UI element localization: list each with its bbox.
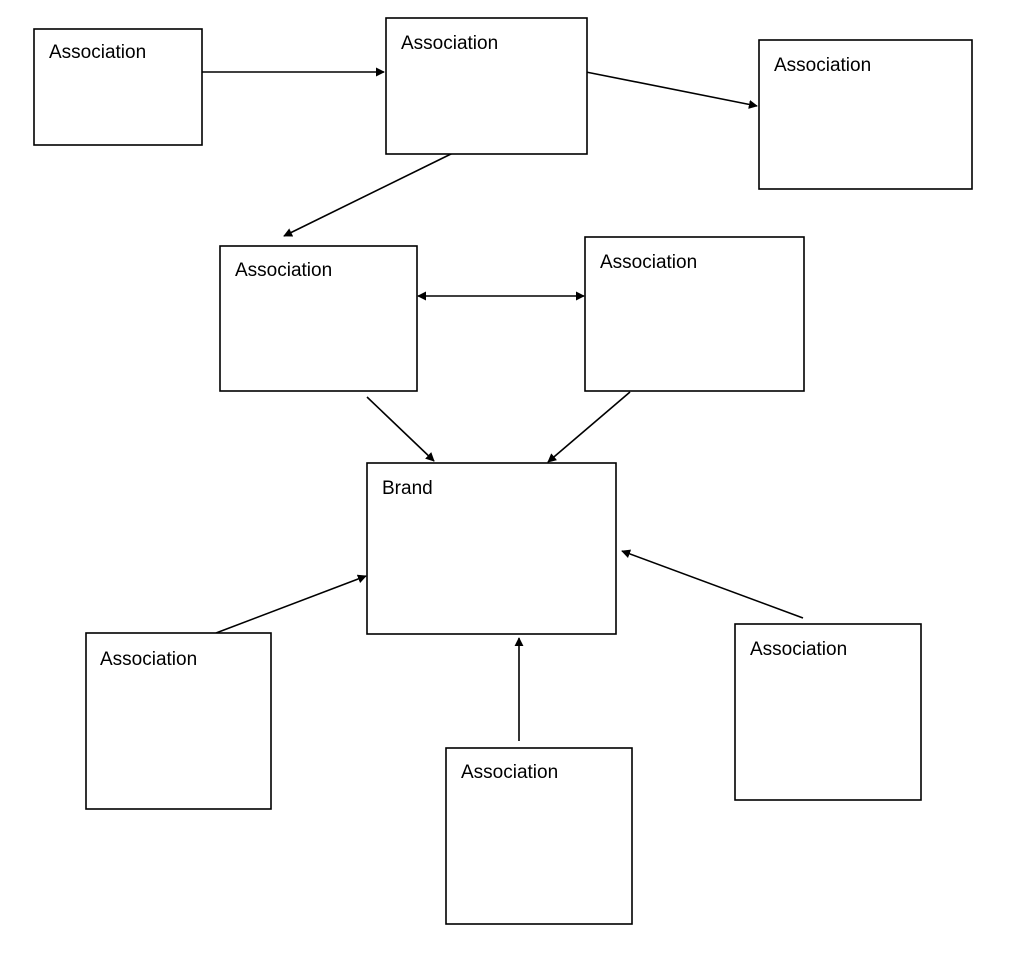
edge-assoc-8-to-brand <box>621 549 804 619</box>
node-label: Association <box>235 260 332 281</box>
node-assoc-5: Association <box>584 236 805 392</box>
node-box <box>734 623 922 801</box>
node-box <box>366 462 617 635</box>
node-box <box>385 17 588 155</box>
node-label: Brand <box>382 478 433 499</box>
node-brand: Brand <box>366 462 617 635</box>
edges <box>202 67 804 741</box>
node-assoc-4: Association <box>219 245 418 392</box>
node-label: Association <box>600 252 697 273</box>
node-label: Association <box>49 42 146 63</box>
node-assoc-2: Association <box>385 17 588 155</box>
edge-assoc-6-to-brand <box>215 574 367 634</box>
node-assoc-7: Association <box>445 747 633 925</box>
edge-assoc-2-to-assoc-4 <box>283 152 454 237</box>
node-box <box>445 747 633 925</box>
edge-assoc-4-to-brand <box>366 396 435 462</box>
node-box <box>758 39 973 190</box>
node-box <box>33 28 203 146</box>
node-label: Association <box>100 649 197 670</box>
node-assoc-6: Association <box>85 632 272 810</box>
node-assoc-3: Association <box>758 39 973 190</box>
node-assoc-1: Association <box>33 28 203 146</box>
edge-assoc-2-to-assoc-3 <box>585 71 758 109</box>
node-label: Association <box>774 55 871 76</box>
node-box <box>219 245 418 392</box>
node-label: Association <box>750 639 847 660</box>
edge-assoc-5-to-brand <box>547 391 631 463</box>
node-label: Association <box>461 762 558 783</box>
node-box <box>85 632 272 810</box>
node-box <box>584 236 805 392</box>
node-label: Association <box>401 33 498 54</box>
node-assoc-8: Association <box>734 623 922 801</box>
